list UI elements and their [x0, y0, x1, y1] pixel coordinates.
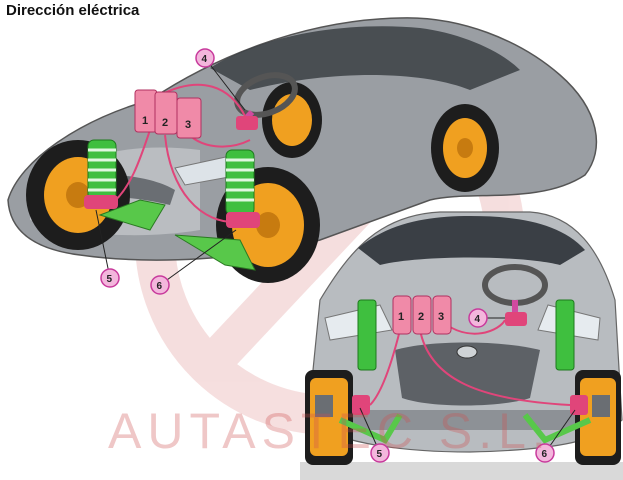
ecu-modules-top: 1 2 3 — [134, 89, 202, 139]
callout-6-top: 6 — [150, 229, 237, 295]
callout-5-top: 5 — [95, 209, 120, 288]
callout-4-bottom-number: 4 — [475, 314, 481, 325]
callout-4-top: 4 — [195, 48, 246, 111]
callout-6-top-number: 6 — [157, 281, 163, 292]
callout-6-bottom: 6 — [535, 409, 576, 463]
watermark-text: AUTASTEC S.L. — [108, 403, 552, 459]
ecu-module-3-bottom — [432, 295, 452, 335]
brake-right — [575, 370, 621, 465]
rear-right-wheel — [431, 104, 499, 192]
ecu-label-1-bottom: 1 — [398, 311, 404, 323]
car-windows — [210, 26, 520, 90]
ecu-label-3-bottom: 3 — [438, 311, 444, 323]
control-arm-right — [174, 234, 256, 271]
page-title: Dirección eléctrica — [6, 2, 140, 19]
brake-left — [305, 370, 353, 465]
callout-5-top-number: 5 — [107, 274, 113, 285]
ecu-label-1: 1 — [142, 115, 148, 127]
callout-4-bottom: 4 — [468, 308, 505, 328]
callout-5-bottom: 5 — [359, 407, 390, 463]
ecu-module-3 — [176, 97, 202, 139]
ecu-modules-bottom: 1 2 3 — [392, 295, 452, 335]
control-arm-left — [98, 199, 166, 231]
callout-4-top-number: 4 — [202, 54, 208, 65]
shock-left — [338, 299, 403, 444]
ecu-label-2-bottom: 2 — [418, 311, 424, 323]
ecu-module-1-bottom — [392, 295, 412, 335]
callout-5-bottom-number: 5 — [377, 449, 383, 460]
front-right-spring — [225, 149, 260, 228]
ecu-module-2-bottom — [412, 295, 432, 335]
steering-wheel-bottom — [482, 264, 548, 326]
ecu-label-2: 2 — [162, 117, 168, 129]
ecu-label-3: 3 — [185, 119, 191, 131]
callout-6-bottom-number: 6 — [542, 449, 548, 460]
front-left-spring — [84, 139, 118, 209]
car-front-windshield — [358, 216, 585, 265]
shock-right — [522, 299, 592, 444]
